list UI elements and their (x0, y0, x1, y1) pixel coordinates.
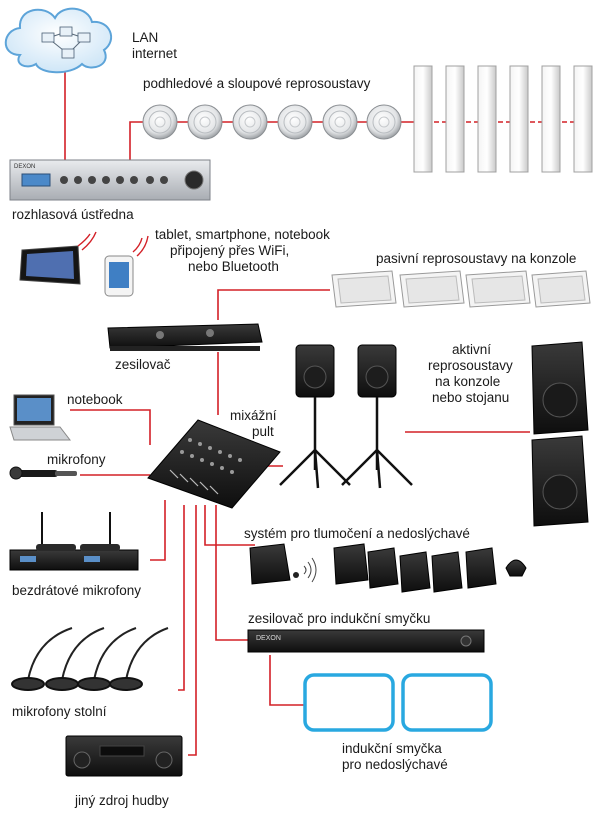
label-active-speakers-4: nebo stojanu (432, 390, 510, 405)
label-mixer-2: pult (252, 424, 274, 439)
ceiling-speakers (142, 104, 402, 140)
cable-console-ceiling (129, 121, 145, 160)
active-speaker-tripod-2 (341, 344, 413, 489)
column-speaker (573, 65, 593, 173)
cable-induction-loop (269, 655, 305, 706)
label-wireless-microphones: bezdrátové mikrofony (12, 583, 142, 598)
headset-icon (505, 559, 527, 577)
interpretation-receivers (333, 543, 527, 593)
interpretation-receiver (431, 551, 463, 593)
interpretation-receiver (367, 547, 399, 589)
cable-notebook-mixer (70, 409, 151, 445)
cable-wireless-mixer (150, 500, 166, 561)
induction-loop (401, 673, 493, 732)
column-speaker (477, 65, 497, 173)
label-pa-console: rozhlasová ústředna (12, 207, 134, 222)
cable-mixer-induction (215, 505, 248, 641)
label-microphones: mikrofony (47, 452, 106, 467)
passive-speaker (465, 270, 531, 308)
desk-microphone (109, 627, 169, 691)
interpretation-receiver (399, 551, 431, 593)
label-interpretation-system: systém pro tlumočení a nedoslýchavé (244, 526, 470, 541)
column-speaker (413, 65, 433, 173)
label-ceiling-speakers: podhledové a sloupové reprosoustavy (143, 76, 371, 91)
label-induction-loop-2: pro nedoslýchavé (342, 757, 448, 772)
notebook-icon (9, 394, 72, 441)
label-induction-amplifier: zesilovač pro indukční smyčku (248, 611, 431, 626)
handheld-microphone-icon (9, 466, 77, 480)
cable-source-mixer (188, 505, 197, 756)
label-mixer-1: mixážní (230, 408, 277, 423)
column-speaker (541, 65, 561, 173)
cloud-network-icon (4, 7, 113, 74)
label-active-speakers-2: reprosoustavy (428, 358, 513, 373)
label-passive-speakers: pasivní reprosoustavy na konzole (376, 251, 577, 266)
induction-amplifier-brand: DEXON (256, 635, 281, 642)
cable-mixer-interp (204, 505, 255, 546)
interpretation-receiver (465, 547, 497, 589)
mixer-device (147, 419, 281, 509)
label-other-music-source: jiný zdroj hudby (75, 793, 169, 808)
amplifier-device (107, 323, 263, 351)
smartphone-icon (104, 235, 149, 297)
cable-desk-mixer (178, 505, 185, 691)
cable-amp-passive (217, 289, 330, 320)
ceiling-speaker (277, 104, 313, 140)
label-wireless-devices-1: tablet, smartphone, notebook (155, 227, 330, 242)
column-speaker (509, 65, 529, 173)
label-amplifier: zesilovač (115, 357, 171, 372)
label-wireless-devices-3: nebo Bluetooth (188, 259, 279, 274)
passive-speakers (331, 270, 591, 308)
ceiling-speaker (142, 104, 178, 140)
label-notebook: notebook (67, 392, 123, 407)
active-speaker-tripod-1 (279, 344, 351, 489)
passive-speaker (399, 270, 465, 308)
desk-microphone (11, 627, 73, 691)
column-speaker (445, 65, 465, 173)
passive-speaker (531, 270, 591, 308)
induction-loops (303, 673, 493, 732)
label-desk-microphones: mikrofony stolní (12, 704, 107, 719)
active-speaker-large-bottom (531, 435, 589, 527)
ceiling-speaker (366, 104, 402, 140)
induction-amplifier-device: DEXON (247, 629, 485, 653)
label-induction-loop-1: indukční smyčka (342, 741, 442, 756)
induction-loop (303, 673, 395, 732)
interpretation-transmitter (249, 543, 317, 585)
pa-console-device: DEXON (9, 159, 211, 201)
label-active-speakers-3: na konzole (435, 374, 501, 389)
wireless-microphone-receiver (9, 512, 139, 571)
label-wireless-devices-2: připojený přes WiFi, (170, 243, 290, 258)
ceiling-speaker (322, 104, 358, 140)
ceiling-speaker (232, 104, 268, 140)
interpretation-receiver (333, 543, 369, 585)
label-lan: LAN (132, 30, 159, 45)
active-speaker-large-top (531, 341, 589, 435)
pa-console-brand: DEXON (14, 164, 35, 170)
label-active-speakers-1: aktivní (452, 342, 492, 357)
ceiling-speaker (187, 104, 223, 140)
passive-speaker (331, 270, 397, 308)
column-speakers (413, 65, 593, 173)
label-internet: internet (132, 46, 178, 61)
music-source-device (65, 735, 183, 777)
desk-microphones (11, 627, 169, 691)
tablet-icon (19, 231, 97, 285)
